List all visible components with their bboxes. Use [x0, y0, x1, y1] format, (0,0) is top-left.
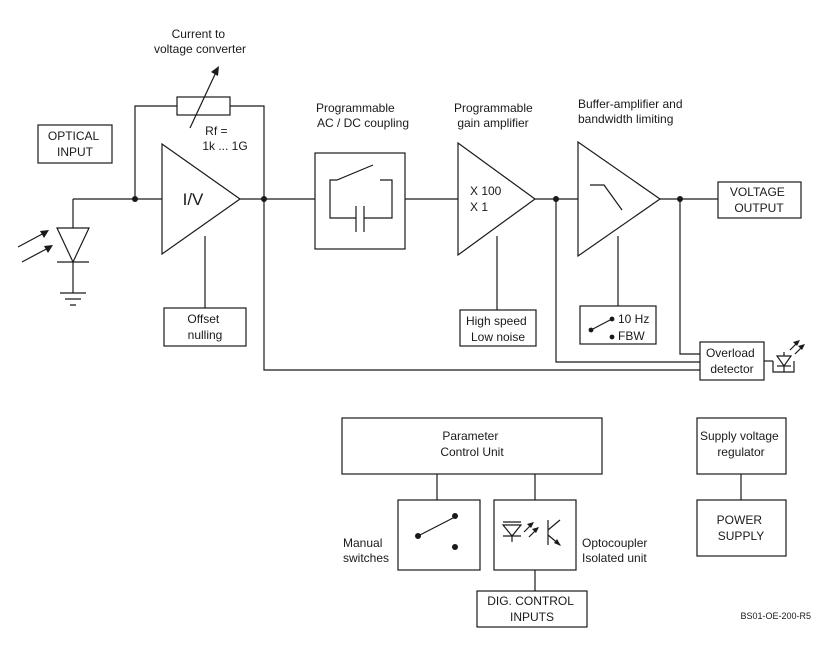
coupling-title: Programmable AC / DC coupling: [316, 101, 409, 130]
gain-amplifier-icon: [457, 141, 537, 257]
iv-amplifier-label: I/V: [183, 190, 204, 209]
optocoupler-label: Optocoupler Isolated unit: [582, 536, 651, 565]
parameter-control-label: Parameter Control Unit: [440, 429, 504, 459]
manual-switches-label: Manual switches: [343, 536, 389, 565]
optocoupler-icon: [501, 519, 561, 546]
converter-title: Current to voltage converter: [154, 27, 246, 56]
offset-nulling-label: Offset nulling: [187, 312, 222, 342]
supply-regulator-box: [696, 417, 787, 475]
optocoupler-box: [493, 499, 577, 571]
drawing-code: BS01-OE-200-R5: [740, 611, 811, 621]
buffer-title: Buffer-amplifier and bandwidth limiting: [578, 97, 686, 126]
gain-values-label: X 100 X 1: [470, 184, 505, 214]
led-indicator-icon: [764, 340, 805, 373]
offset-nulling-box: [163, 307, 247, 347]
optical-input-box: [37, 124, 113, 164]
power-supply-label: POWER SUPPLY: [717, 513, 766, 543]
lowpass-filter-icon: [590, 184, 623, 211]
ac-dc-switch-icon: [329, 164, 393, 232]
manual-switch-icon: [415, 513, 458, 550]
feedback-resistor-label: Rf = 1k ... 1G: [202, 124, 247, 153]
noise-mode-box: [459, 309, 537, 347]
buffer-amplifier-icon: [577, 140, 662, 258]
noise-mode-label: High speed Low noise: [466, 314, 530, 344]
digital-inputs-label: DIG. CONTROL INPUTS: [487, 594, 577, 624]
supply-regulator-label: Supply voltage regulator: [700, 429, 782, 459]
digital-inputs-box: [476, 590, 588, 628]
bandwidth-options-label: 10 Hz FBW: [618, 312, 653, 343]
bandwidth-box: [579, 305, 657, 345]
photodiode-icon: [17, 199, 90, 306]
overload-detector-label: Overload detector: [706, 346, 758, 376]
variable-resistor-icon: [176, 66, 231, 129]
power-supply-box: [696, 499, 787, 557]
signal-wires: [73, 105, 718, 371]
parameter-control-box: [341, 417, 603, 475]
overload-detector-box: [699, 341, 765, 381]
gain-title: Programmable gain amplifier: [454, 101, 536, 130]
optical-input-label: OPTICAL INPUT: [48, 129, 102, 159]
voltage-output-box: [717, 181, 802, 219]
bandwidth-switch-icon: [588, 316, 615, 340]
manual-switches-box: [397, 499, 481, 571]
voltage-output-label: VOLTAGE OUTPUT: [730, 185, 788, 215]
iv-amplifier-icon: [161, 142, 242, 256]
